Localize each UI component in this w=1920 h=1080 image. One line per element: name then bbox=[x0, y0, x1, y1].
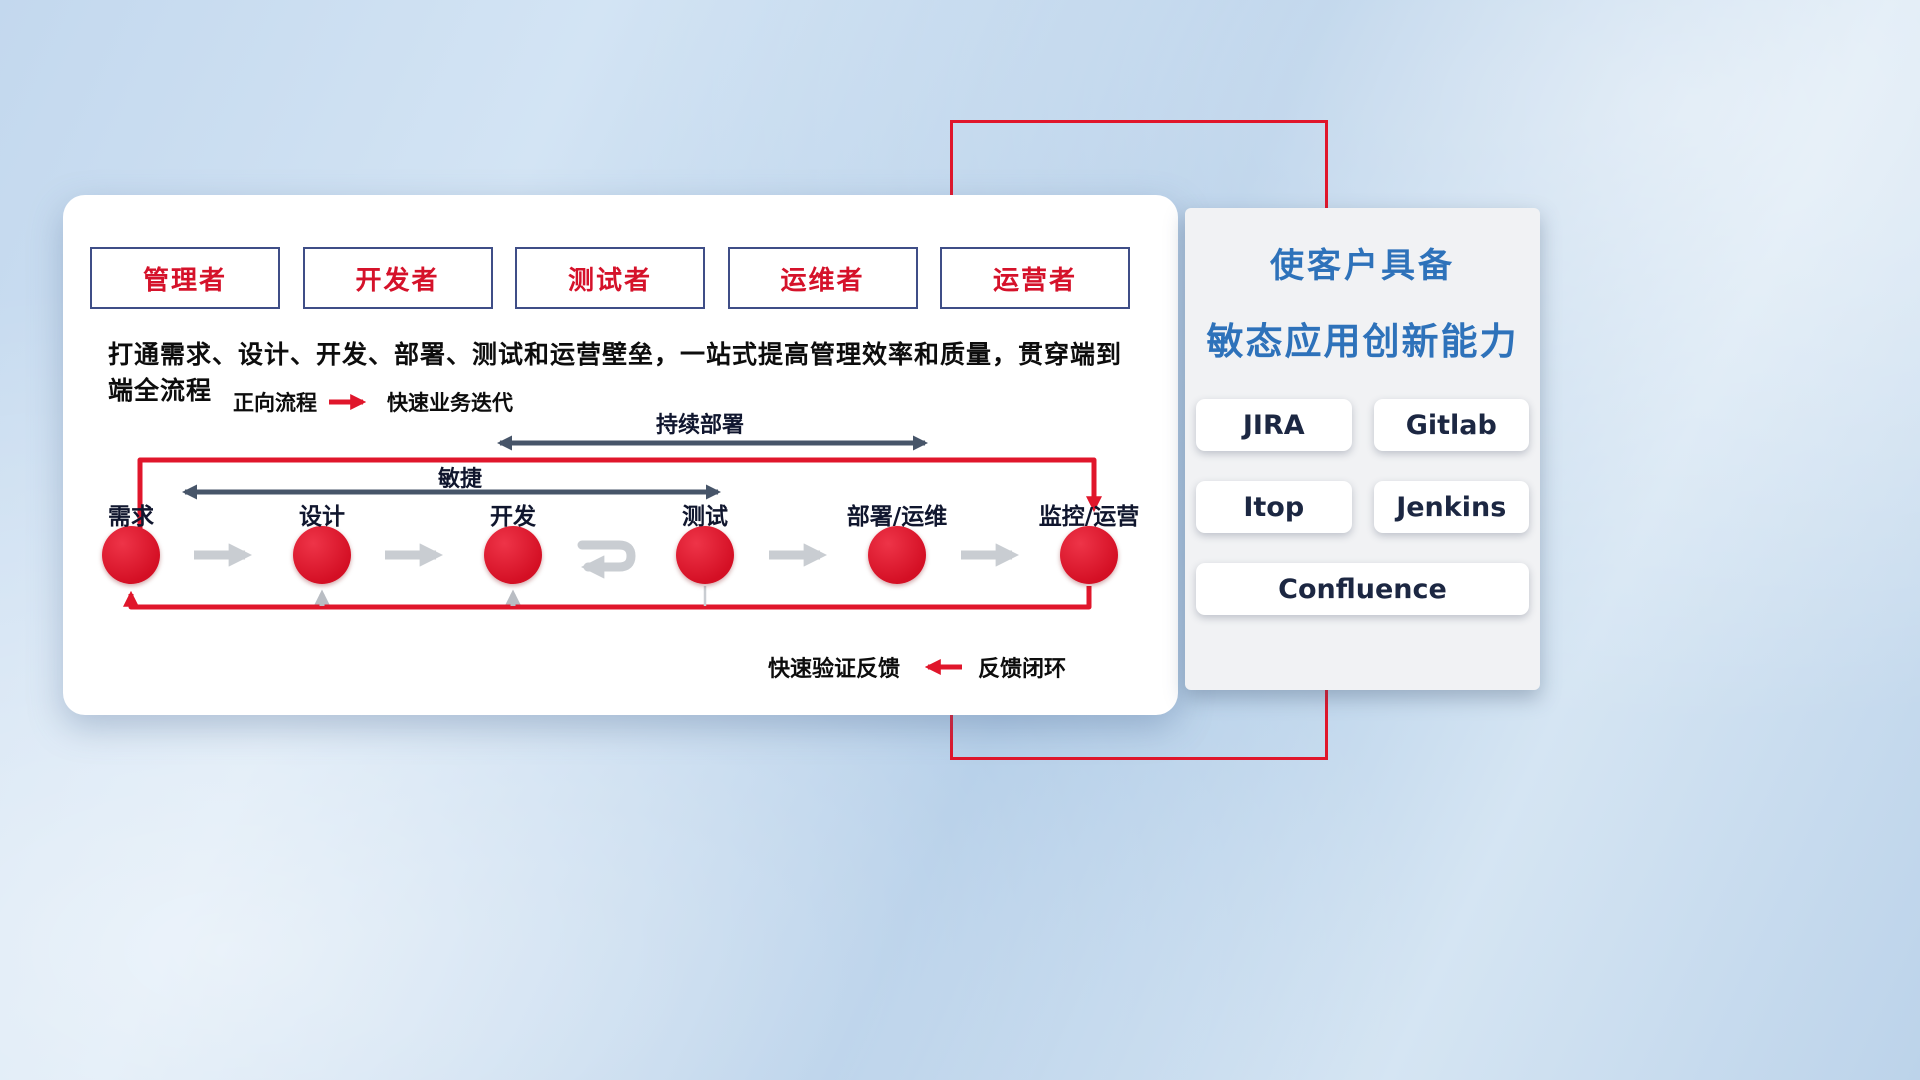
tool-badges: JIRA Gitlab Itop Jenkins Confluence bbox=[1196, 399, 1529, 615]
roles-row: 管理者 开发者 测试者 运维者 运营者 bbox=[90, 247, 1130, 309]
tool-row-2: Itop Jenkins bbox=[1196, 481, 1529, 533]
node-label-monitor-ops: 监控/运营 bbox=[1038, 504, 1140, 530]
role-box-operations: 运维者 bbox=[727, 247, 918, 309]
role-label: 运营者 bbox=[992, 265, 1077, 296]
role-label: 测试者 bbox=[567, 265, 652, 296]
left-arrow-icon bbox=[924, 659, 963, 675]
node-circle-requirements bbox=[102, 526, 160, 584]
node-label-requirements: 需求 bbox=[108, 504, 154, 530]
panel-title-line2: 敏态应用创新能力 bbox=[1206, 320, 1519, 363]
panel-title-line1: 使客户具备 bbox=[1270, 246, 1455, 286]
feedback-legend-label: 快速验证反馈 bbox=[768, 657, 901, 682]
node-circle-monitor-ops bbox=[1060, 526, 1118, 584]
forward-flow-legend: 正向流程 快速业务迭代 bbox=[233, 387, 513, 417]
feedback-flow-arrow bbox=[122, 586, 1092, 610]
feedback-legend: 快速验证反馈 反馈闭环 bbox=[768, 651, 1066, 683]
role-label: 管理者 bbox=[142, 265, 227, 296]
node-label-design: 设计 bbox=[299, 504, 345, 530]
node-label-test: 测试 bbox=[682, 504, 728, 530]
iteration-loop-icon bbox=[577, 540, 636, 579]
side-panel: 使客户具备 敏态应用创新能力 JIRA Gitlab Itop Jenkins … bbox=[1185, 208, 1540, 690]
role-box-manager: 管理者 bbox=[90, 247, 280, 309]
forward-legend-caption: 快速业务迭代 bbox=[387, 391, 513, 415]
node-circle-develop bbox=[484, 526, 542, 584]
tool-badge-confluence: Confluence bbox=[1196, 563, 1529, 615]
role-label: 开发者 bbox=[355, 265, 440, 296]
agile-label: 敏捷 bbox=[437, 467, 482, 492]
tool-row-1: JIRA Gitlab bbox=[1196, 399, 1529, 451]
role-box-developer: 开发者 bbox=[302, 247, 493, 309]
devops-flow-card: 管理者 开发者 测试者 运维者 运营者 打通需求、设计、开发、部署、测试和运营壁… bbox=[63, 195, 1178, 715]
node-circle-deploy-ops bbox=[868, 526, 926, 584]
role-box-business-operator: 运营者 bbox=[940, 247, 1130, 309]
tool-badge-jira: JIRA bbox=[1196, 399, 1352, 451]
continuous-deploy-label: 持续部署 bbox=[655, 413, 744, 438]
tool-badge-itop: Itop bbox=[1196, 481, 1352, 533]
node-circle-design bbox=[293, 526, 351, 584]
tool-badge-jenkins: Jenkins bbox=[1373, 481, 1529, 533]
feedback-legend-caption: 反馈闭环 bbox=[978, 657, 1067, 682]
role-label: 运维者 bbox=[780, 265, 865, 296]
tool-badge-gitlab: Gitlab bbox=[1373, 399, 1529, 451]
right-arrow-icon bbox=[329, 394, 367, 410]
tool-row-3: Confluence bbox=[1196, 563, 1529, 615]
node-label-develop: 开发 bbox=[490, 504, 536, 530]
node-circle-test bbox=[676, 526, 734, 584]
forward-legend-label: 正向流程 bbox=[233, 391, 317, 415]
description-text: 打通需求、设计、开发、部署、测试和运营壁垒，一站式提高管理效率和质量，贯穿端到端… bbox=[108, 340, 1123, 405]
role-box-tester: 测试者 bbox=[515, 247, 705, 309]
node-label-deploy-ops: 部署/运维 bbox=[846, 504, 948, 530]
